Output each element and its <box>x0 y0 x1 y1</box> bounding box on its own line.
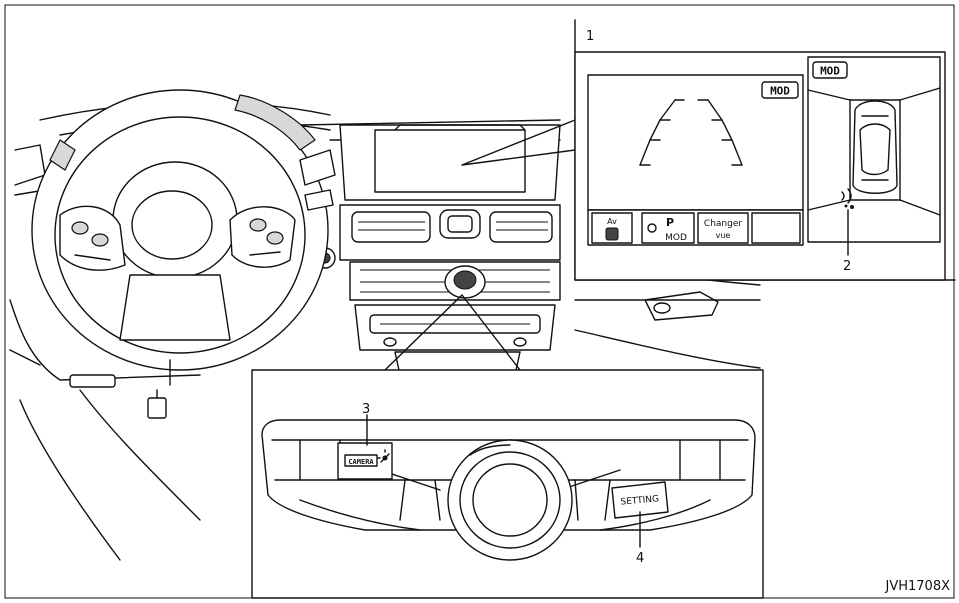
mod-button-label: MOD <box>665 233 687 243</box>
av-button-label: Av <box>607 217 617 226</box>
callout-3: 3 <box>362 402 370 417</box>
setting-button-label: SETTING <box>620 494 659 507</box>
changer-label: Changer <box>704 219 742 229</box>
leader-line-panel <box>384 294 521 371</box>
callout-1: 1 <box>586 29 594 44</box>
monitor-inset: MOD Av P MOD Changer vue MOD <box>461 19 956 281</box>
switch-panel-inset: CAMERA SETTING <box>251 294 764 599</box>
callout-2: 2 <box>843 259 851 274</box>
mod-badge-left-text: MOD <box>770 85 790 98</box>
figure-code: JVH1708X <box>885 579 951 594</box>
sonar-sensor-icon <box>841 188 854 209</box>
mod-badge-right <box>812 61 848 79</box>
leader-line-monitor <box>461 119 576 166</box>
park-button-label: P <box>666 216 674 229</box>
camera-icon <box>377 449 390 463</box>
camera-button-label: CAMERA <box>348 458 374 466</box>
park-sensor-icon <box>605 227 619 241</box>
mod-badge-left <box>761 81 799 99</box>
mod-badge-right-text: MOD <box>820 65 840 78</box>
blank-button[interactable] <box>751 212 801 244</box>
park-mod-button[interactable] <box>641 212 695 244</box>
vue-label: vue <box>716 231 731 240</box>
indicator-light-icon <box>647 223 657 233</box>
callout-4: 4 <box>636 551 644 566</box>
steering-wheel <box>31 89 336 419</box>
changer-vue-button[interactable] <box>697 212 749 244</box>
setting-button[interactable] <box>611 481 669 519</box>
car-topview-icon <box>852 100 898 194</box>
dashboard-illustration <box>9 89 761 561</box>
